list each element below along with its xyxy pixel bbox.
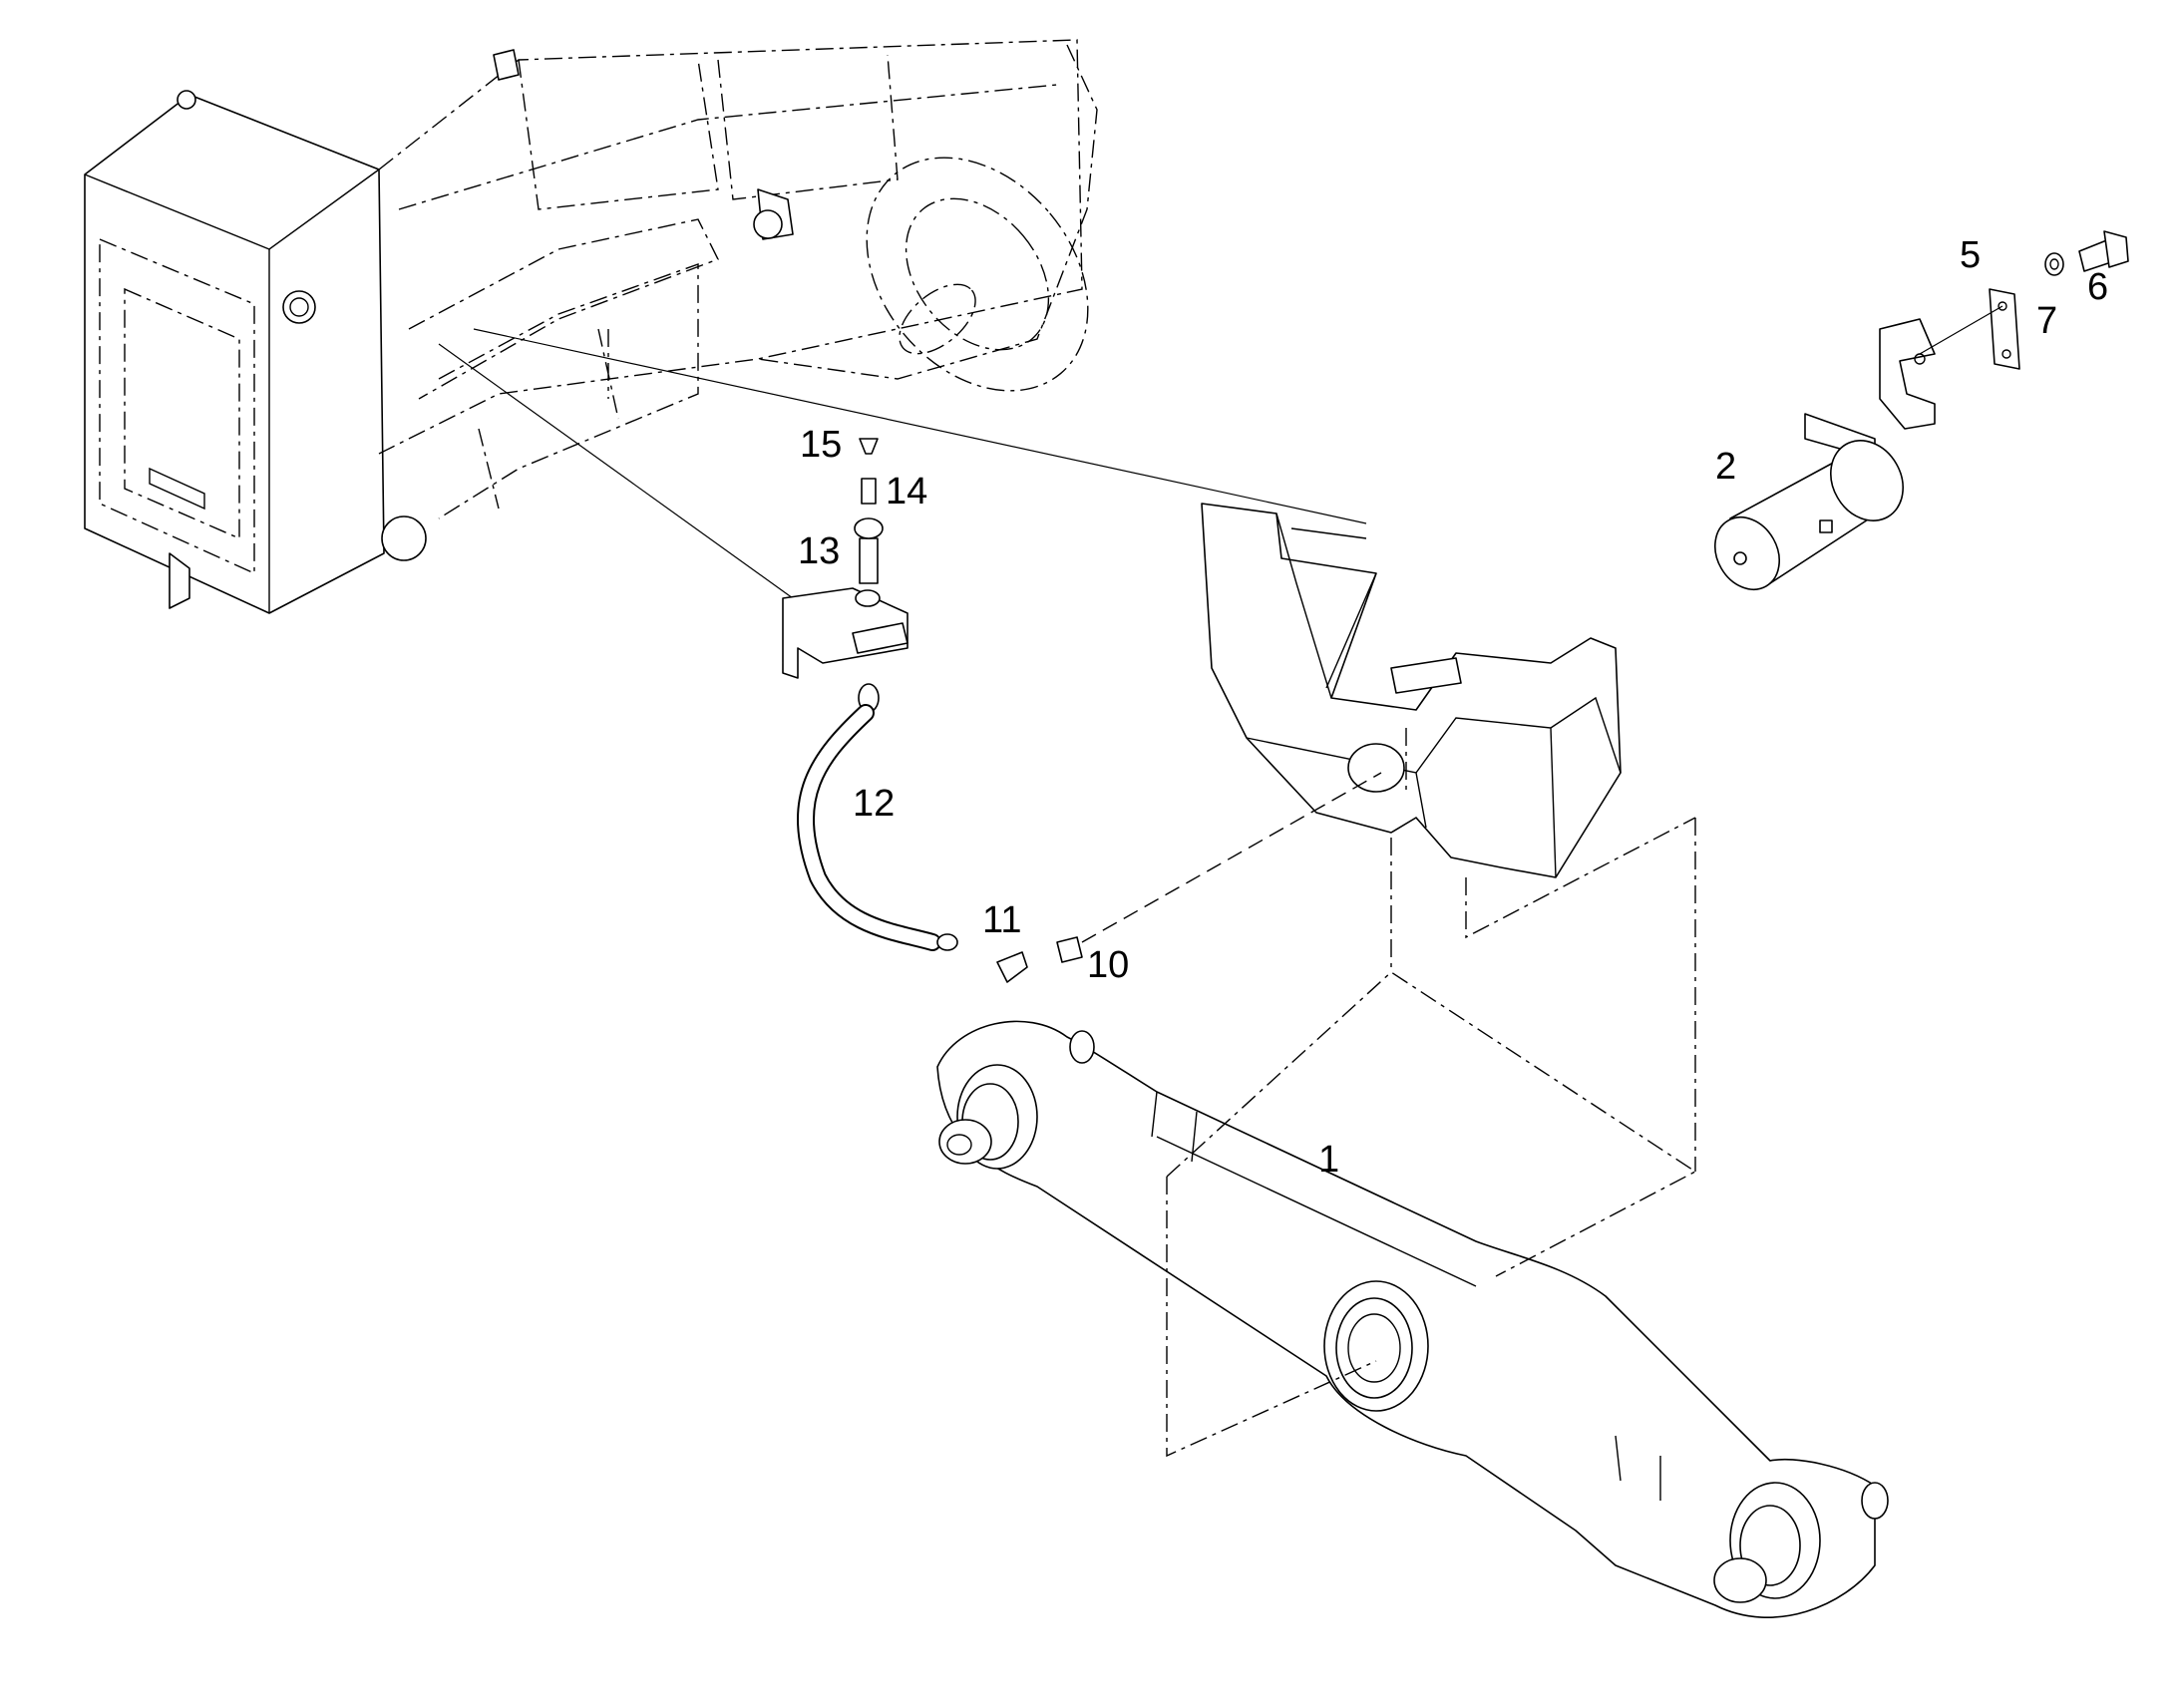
callout-1: 1 xyxy=(1318,1139,1339,1181)
pivot-pin xyxy=(1714,413,1904,590)
callout-15: 15 xyxy=(800,424,842,466)
machine-frame xyxy=(84,39,1098,614)
callout-7: 7 xyxy=(2036,300,2057,342)
retainer-assembly xyxy=(1879,230,2129,430)
callout-2: 2 xyxy=(1715,446,1736,488)
callout-10: 10 xyxy=(1087,944,1129,986)
rocker-arm xyxy=(936,971,1889,1618)
grease-line-assembly xyxy=(782,438,1382,983)
frame-leader-lines xyxy=(438,328,1367,599)
callout-12: 12 xyxy=(853,783,895,825)
callout-13: 13 xyxy=(798,530,840,572)
callout-labels: 1 2 5 6 7 10 11 12 13 14 15 xyxy=(798,234,2108,1181)
callout-11: 11 xyxy=(982,899,1021,941)
callout-5: 5 xyxy=(1960,234,1981,276)
saddle-bracket xyxy=(1201,503,1696,1172)
callout-6: 6 xyxy=(2087,266,2108,308)
callout-14: 14 xyxy=(886,471,927,512)
